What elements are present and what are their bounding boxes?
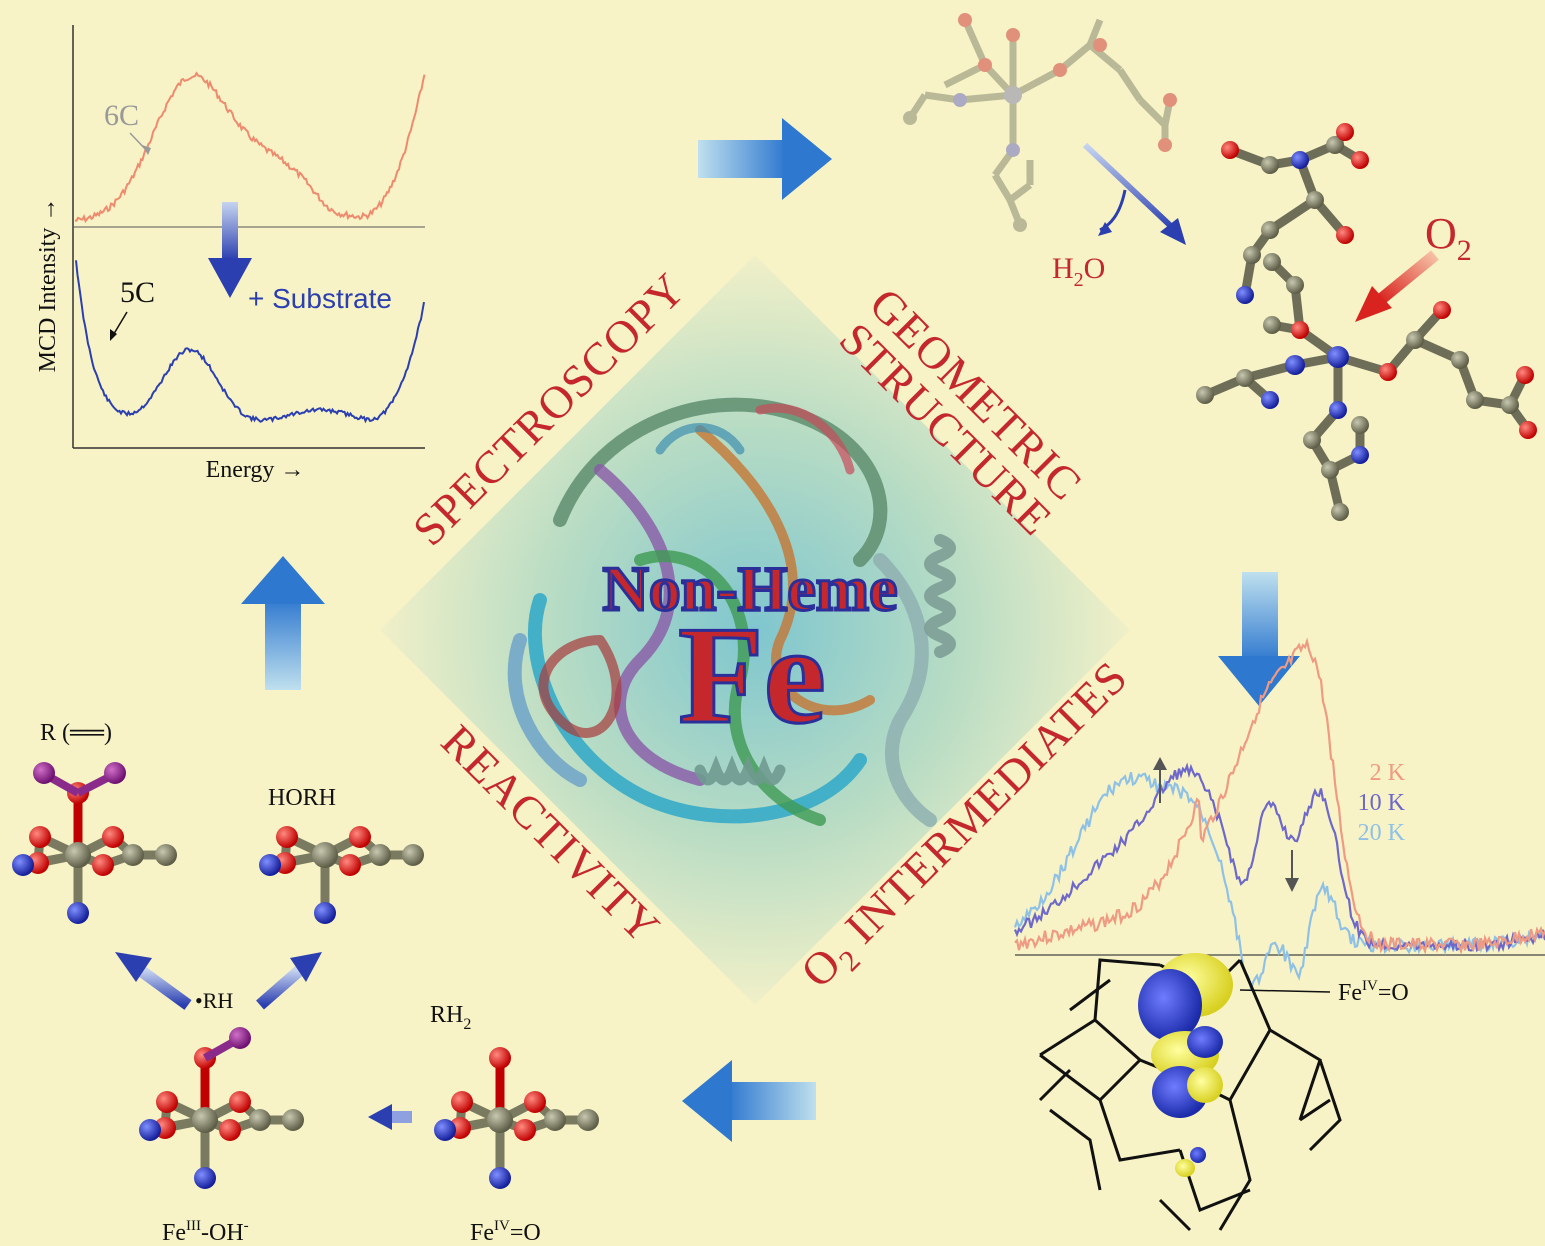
atom-oxygen xyxy=(489,1047,511,1069)
substrate-arrow-head xyxy=(208,258,252,298)
spectrum-10k xyxy=(1013,762,1545,953)
label-fe-iv-oxo-orbital: FeIV=O xyxy=(1338,978,1409,1006)
label-o2: O2 xyxy=(1425,209,1472,267)
intermediate-spectra-panel: 2 K 10 K 20 K xyxy=(1013,637,1545,990)
non-heme-title: Non-Heme xyxy=(602,553,897,624)
atom xyxy=(219,1119,241,1141)
arrow-right-top xyxy=(698,118,832,200)
atom xyxy=(229,1091,251,1113)
atom xyxy=(544,1109,566,1131)
arrow-left-bottom xyxy=(682,1060,816,1142)
label-fe3-oh: FeIII-OH- xyxy=(162,1218,249,1246)
atom xyxy=(122,844,144,866)
orbital-yellow-lobe-tiny xyxy=(1175,1159,1195,1177)
atom-substrate xyxy=(229,1027,251,1049)
temp-2k: 2 K xyxy=(1370,760,1406,786)
central-diamond xyxy=(380,255,1130,1005)
spectrum-2k xyxy=(1014,637,1545,956)
atom xyxy=(67,902,89,924)
atom xyxy=(514,1119,536,1141)
atom xyxy=(102,826,124,848)
arrow-upright-small xyxy=(256,952,322,1010)
h2o-curve-arrow xyxy=(1099,189,1127,232)
atom xyxy=(451,1091,473,1113)
label-rh2: RH2 xyxy=(430,1002,471,1033)
atom xyxy=(259,854,281,876)
fe-title: Fe xyxy=(678,598,826,753)
arrow-down-right xyxy=(1218,572,1300,706)
atom xyxy=(12,854,34,876)
atom xyxy=(192,1107,218,1133)
arrow-up-left xyxy=(241,556,325,690)
protein-ribbon xyxy=(507,397,956,827)
atom-substrate xyxy=(104,762,126,784)
spectrum-20k xyxy=(1013,772,1545,990)
atom xyxy=(155,844,177,866)
atom xyxy=(314,902,336,924)
fe-o-bond-pointer xyxy=(1239,989,1331,993)
atom xyxy=(282,1109,304,1131)
arrow-left-small xyxy=(368,1104,412,1130)
faded-structure xyxy=(903,13,1177,232)
atom xyxy=(434,1119,456,1141)
atom xyxy=(92,854,114,876)
label-rh-radical: •RH xyxy=(195,988,233,1013)
fe-substrate-complex xyxy=(1196,123,1537,521)
pointer-5c-head xyxy=(110,329,117,341)
temp-10k: 10 K xyxy=(1358,790,1406,816)
pointer-6c-head xyxy=(142,145,151,155)
molecule-fe3-oh-radical xyxy=(139,1027,304,1189)
label-5c: 5C xyxy=(120,276,155,309)
mcd-x-label: Energy → xyxy=(206,457,305,483)
arrow-up-marker-head xyxy=(1153,757,1167,770)
spectrum-6c xyxy=(74,71,426,224)
mcd-spectrum-panel: MCD Intensity → Energy → 6C 5C + Substra… xyxy=(35,25,426,483)
fe-iv-oxo-orbital: FeIV=O xyxy=(1038,953,1409,1232)
atom xyxy=(349,826,371,848)
h2o-release-arrow xyxy=(1082,142,1178,233)
label-fe4-oxo: FeIV=O xyxy=(470,1218,541,1246)
molecule-desaturated-product xyxy=(259,826,424,924)
atom-substrate xyxy=(33,762,55,784)
atom xyxy=(156,1091,178,1113)
atom xyxy=(489,1167,511,1189)
atom xyxy=(487,1107,513,1133)
substrate-arrow-shaft xyxy=(222,202,238,260)
atom xyxy=(524,1091,546,1113)
atom xyxy=(249,1109,271,1131)
arrow-upleft-small xyxy=(115,952,192,1010)
reactivity-structures xyxy=(12,762,599,1189)
atom xyxy=(194,1167,216,1189)
label-r-double: R (══) xyxy=(40,720,112,746)
atom xyxy=(339,854,361,876)
molecule-alcohol-product xyxy=(12,762,177,924)
label-horh: HORH xyxy=(268,785,336,811)
atom xyxy=(139,1119,161,1141)
o2-approach-arrow-head xyxy=(1355,286,1392,322)
h2o-release-arrow-head xyxy=(1160,218,1186,245)
o2-approach-arrow xyxy=(1376,250,1439,305)
spectrum-5c xyxy=(75,260,425,424)
orbital-blue-lobe-mid xyxy=(1187,1026,1223,1058)
orbital-blue-lobe-left xyxy=(1138,969,1202,1041)
temp-20k: 20 K xyxy=(1358,820,1406,846)
atom xyxy=(402,844,424,866)
atom xyxy=(276,826,298,848)
molecule-fe4-oxo xyxy=(434,1047,599,1189)
atom xyxy=(577,1109,599,1131)
arrow-down-marker-head xyxy=(1285,878,1299,892)
orbital-yellow-lobe-lower xyxy=(1187,1067,1223,1103)
label-6c: 6C xyxy=(104,99,139,132)
label-h2o: H2O xyxy=(1052,252,1105,291)
label-substrate: + Substrate xyxy=(248,283,392,314)
orbital-blue-lobe-tiny xyxy=(1190,1147,1206,1163)
atom xyxy=(312,842,338,868)
atom xyxy=(29,826,51,848)
atom xyxy=(65,842,91,868)
atom xyxy=(369,844,391,866)
h2o-curve-arrow-head xyxy=(1098,222,1112,236)
mcd-y-label: MCD Intensity → xyxy=(35,198,61,373)
